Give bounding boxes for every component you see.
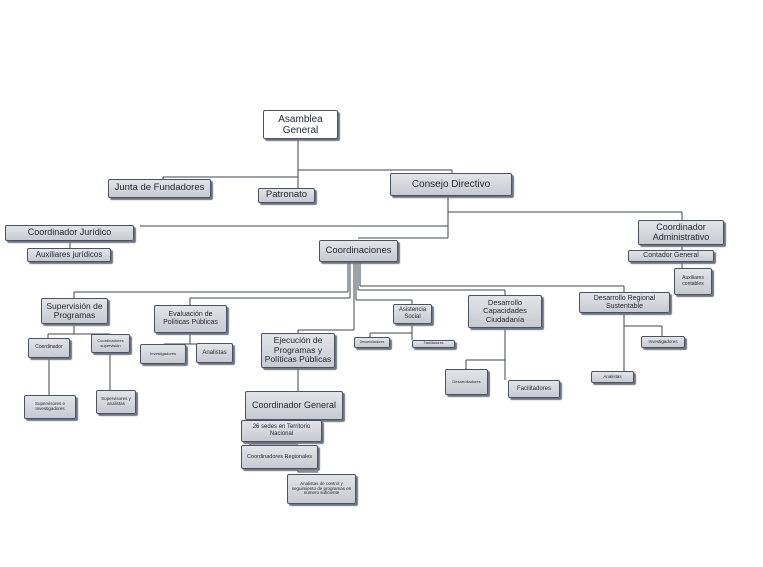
node-supervisores-analistas: Supervisores y analistas (96, 390, 136, 414)
node-desarrollo-regional: Desarrollo Regional Sustentable (579, 292, 670, 313)
node-label: Investigadores (149, 350, 176, 356)
node-label: Analistas (202, 349, 227, 356)
node-label: Auxiliares contables (682, 275, 704, 287)
node-auxiliares-contables: Auxiliares contables (674, 268, 712, 295)
node-label: Asistencia Social (398, 307, 427, 320)
node-coordinador-administrativo: Coordinador Administrativo (638, 220, 724, 245)
node-label: Auxiliares jurídicos (35, 249, 103, 259)
node-junta-fundadores: Junta de Fundadores (108, 179, 211, 198)
node-label: Analistas (603, 373, 622, 379)
node-desarrolladores-capacidades: Desarrolladores (445, 369, 488, 395)
node-desarrollo-capacidades: Desarrollo Capacidades Ciudadanía (468, 295, 542, 328)
node-ejecucion-programas: Ejecución de Programas y Políticas Públi… (261, 333, 335, 368)
node-label: 26 sedes en Territorio Nacional (252, 424, 311, 437)
node-analistas-regional: Analistas (591, 371, 634, 383)
node-consejo-directivo: Consejo Directivo (390, 173, 512, 196)
node-label: Analistas de control y seguimiento de pr… (291, 480, 352, 496)
node-analistas-evaluacion: Analistas (196, 343, 233, 363)
node-label: Coordinadores Regionales (246, 453, 313, 460)
node-label: Facilitadores (516, 385, 551, 392)
node-asamblea-general: Asamblea General (263, 110, 338, 139)
node-label: Supervisores e Investigadores (34, 401, 65, 411)
node-auxiliares-juridicos: Auxiliares jurídicos (27, 248, 111, 262)
node-label: Coordinador Administrativo (652, 221, 710, 242)
node-coordinador: Coordinador (28, 338, 70, 358)
node-label: Coordinador General (251, 399, 337, 410)
node-label: Contador General (643, 252, 699, 260)
node-label: Facilitadores (423, 341, 444, 346)
node-label: Desarrolladores (359, 339, 385, 344)
node-label: Patronato (265, 189, 308, 201)
node-asistencia-social: Asistencia Social (393, 304, 432, 324)
node-coordinaciones: Coordinaciones (319, 240, 398, 262)
node-investigadores-evaluacion: Investigadores (140, 344, 186, 364)
node-investigadores-regional: Investigadores (641, 336, 685, 348)
node-coordinadores-supervision: Coordinadores supervisión (91, 334, 130, 353)
node-label: Desarrollo Capacidades Ciudadanía (483, 298, 527, 324)
node-contador-general: Contador General (628, 250, 714, 262)
node-coordinador-juridico: Coordinador Jurídico (5, 225, 134, 241)
node-label: Consejo Directivo (411, 179, 491, 190)
node-label: Coordinador Jurídico (27, 227, 112, 238)
node-coordinador-general: Coordinador General (245, 391, 343, 420)
node-label: Desarrolladores (452, 378, 481, 384)
node-label: Coordinaciones (325, 244, 392, 256)
node-label: Investigadores (648, 338, 678, 344)
node-label: Supervisores y analistas (101, 396, 131, 406)
node-facilitadores-asistencia: Facilitadores (412, 340, 455, 348)
node-analistas-control: Analistas de control y seguimiento de pr… (287, 474, 356, 504)
node-label: Asamblea General (278, 113, 323, 136)
node-supervision-programas: Supervisión de Programas (41, 298, 108, 324)
node-facilitadores-capacidades: Facilitadores (508, 380, 560, 398)
node-label: Evaluación de Políticas Públicas (163, 311, 218, 326)
node-label: Desarrollo Regional Sustentable (593, 294, 656, 310)
node-patronato: Patronato (258, 188, 315, 203)
node-desarrolladores-asistencia: Desarrolladores (354, 337, 390, 348)
node-label: Junta de Fundadores (114, 182, 205, 194)
node-supervisores-investigadores: Supervisores e Investigadores (24, 395, 76, 419)
node-label: Supervisión de Programas (46, 300, 103, 320)
node-coordinadores-regionales: Coordinadores Regionales (241, 445, 318, 469)
node-evaluacion-politicas: Evaluación de Políticas Públicas (154, 305, 227, 333)
node-26-sedes: 26 sedes en Territorio Nacional (241, 420, 322, 442)
node-label: Coordinador (35, 344, 63, 351)
node-label: Coordinadores supervisión (97, 338, 124, 348)
node-label: Ejecución de Programas y Políticas Públi… (264, 335, 332, 365)
